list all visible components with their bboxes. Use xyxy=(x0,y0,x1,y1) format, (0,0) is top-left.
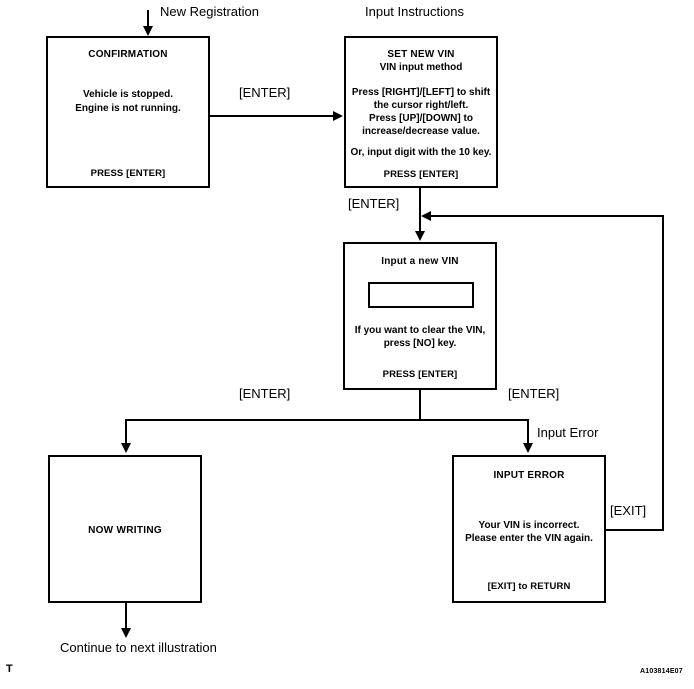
entry-line xyxy=(147,10,149,28)
edge-to-now-writing-vertical xyxy=(125,419,127,446)
screen-input-new-vin[interactable]: Input a new VIN If you want to clear the… xyxy=(343,242,497,390)
screen-now-writing[interactable]: NOW WRITING xyxy=(48,455,202,603)
input-vin-line-2: press [NO] key. xyxy=(383,338,457,349)
set-new-vin-line-3: Press [UP]/[DOWN] to xyxy=(369,113,473,124)
confirmation-title: CONFIRMATION xyxy=(88,49,168,60)
set-new-vin-title: SET NEW VIN xyxy=(387,49,455,60)
edge-exit-return-arrowhead-icon xyxy=(421,211,431,221)
edge-setvin-to-inputvin xyxy=(419,188,421,234)
label-enter-confirmation-to-setvin: [ENTER] xyxy=(239,85,291,100)
set-new-vin-line-4: increase/decrease value. xyxy=(362,126,480,137)
edge-exit-return-vertical xyxy=(662,215,664,531)
set-new-vin-subtitle: VIN input method xyxy=(379,62,463,73)
confirmation-footer: PRESS [ENTER] xyxy=(90,168,166,179)
edge-now-writing-to-end xyxy=(125,603,127,631)
label-enter-setvin-to-inputvin: [ENTER] xyxy=(348,196,400,211)
edge-inputvin-split-bar xyxy=(125,419,529,421)
figure-id-code: A103814E07 xyxy=(640,668,683,675)
label-exit: [EXIT] xyxy=(610,503,647,518)
now-writing-title: NOW WRITING xyxy=(88,525,162,536)
label-input-error-branch: Input Error xyxy=(537,425,599,440)
label-continue-next-illustration: Continue to next illustration xyxy=(60,640,217,655)
set-new-vin-line-1: Press [RIGHT]/[LEFT] to shift xyxy=(351,87,491,98)
set-new-vin-line-2: the cursor right/left. xyxy=(373,100,469,111)
edge-confirmation-arrowhead-icon xyxy=(333,111,343,121)
screen-set-new-vin[interactable]: SET NEW VIN VIN input method Press [RIGH… xyxy=(344,36,498,188)
set-new-vin-line-5: Or, input digit with the 10 key. xyxy=(350,147,492,158)
input-error-line-1: Your VIN is incorrect. xyxy=(478,520,580,531)
vin-input-field[interactable] xyxy=(368,282,474,308)
input-vin-footer: PRESS [ENTER] xyxy=(382,369,458,380)
edge-end-arrowhead-icon xyxy=(121,628,131,638)
input-error-title: INPUT ERROR xyxy=(493,470,565,481)
edge-confirmation-to-setvin xyxy=(210,115,334,117)
label-enter-to-now-writing: [ENTER] xyxy=(239,386,291,401)
confirmation-line-2: Engine is not running. xyxy=(75,103,181,114)
confirmation-line-1: Vehicle is stopped. xyxy=(82,89,174,100)
edge-inputvin-stem xyxy=(419,390,421,421)
set-new-vin-footer: PRESS [ENTER] xyxy=(383,169,459,180)
input-vin-title: Input a new VIN xyxy=(381,256,459,267)
input-vin-line-1: If you want to clear the VIN, xyxy=(354,325,486,336)
edge-now-writing-arrowhead-icon xyxy=(121,443,131,453)
edge-to-input-error-vertical xyxy=(527,419,529,446)
label-enter-to-input-error: [ENTER] xyxy=(508,386,560,401)
screen-input-error[interactable]: INPUT ERROR Your VIN is incorrect. Pleas… xyxy=(452,455,606,603)
label-input-instructions: Input Instructions xyxy=(365,4,464,19)
label-new-registration: New Registration xyxy=(160,4,259,19)
input-error-line-2: Please enter the VIN again. xyxy=(465,533,593,544)
edge-input-error-arrowhead-icon xyxy=(523,443,533,453)
edge-setvin-arrowhead-icon xyxy=(415,231,425,241)
edge-exit-return-horizontal-top xyxy=(424,215,664,217)
corner-mark-t: T xyxy=(6,663,13,675)
screen-confirmation[interactable]: CONFIRMATION Vehicle is stopped. Engine … xyxy=(46,36,210,188)
edge-exit-return-horizontal-bottom xyxy=(606,529,664,531)
entry-arrowhead-icon xyxy=(143,26,153,36)
input-error-footer: [EXIT] to RETURN xyxy=(487,581,571,592)
